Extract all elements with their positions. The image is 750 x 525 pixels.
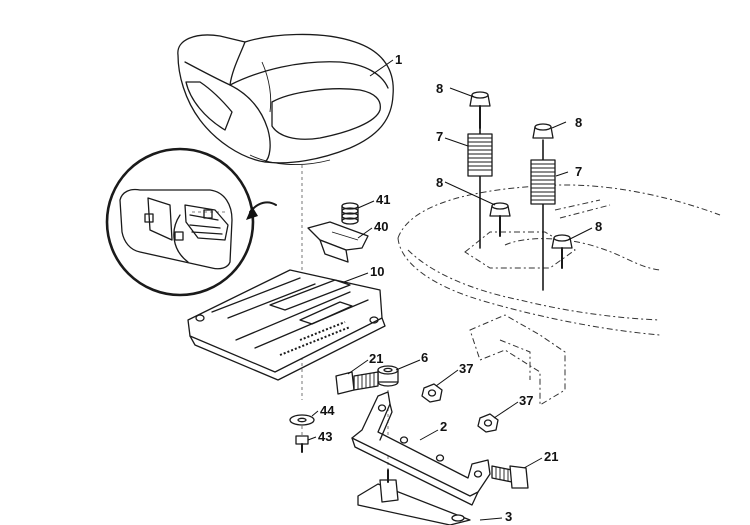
callout-bushing: 6 [421,350,428,365]
bolt-top-left-part [469,91,491,129]
callout-washer: 44 [320,403,335,418]
callout-bolt-mid-right: 8 [595,219,602,234]
nut-left-part [421,383,443,403]
bolt-21-left-part [335,371,379,395]
callout-spring-right: 7 [575,164,582,179]
detail-inset [105,147,277,297]
callout-spring-left: 7 [436,129,443,144]
callout-seat-pan: 10 [370,264,384,279]
washer [289,414,315,426]
callout-small-spring: 41 [376,192,390,207]
screw [295,435,309,453]
bolt-21-right-part [491,465,529,489]
bolt-top-right-part [532,123,554,139]
callout-rod: 3 [505,509,512,524]
leader-lines [307,59,593,521]
callout-bolt-21-right: 21 [544,449,558,464]
callout-nut-left: 37 [459,361,473,376]
bolt-mid-left-part [489,202,511,237]
seat-pan [187,269,386,381]
latch-bracket [307,221,369,263]
rod [357,469,471,525]
callout-bolt-mid-left: 8 [436,175,443,190]
callout-screw: 43 [318,429,332,444]
bushing [377,365,399,387]
seat [177,33,394,166]
fender-outline [397,184,721,406]
callout-bolt-top-left: 8 [436,81,443,96]
callout-bolt-top-right: 8 [575,115,582,130]
callout-bolt-21-left: 21 [369,351,383,366]
callout-labels: 1 8 8 8 8 7 7 41 40 10 21 6 37 37 44 43 … [318,52,602,524]
spring-right-part [530,139,556,291]
bolt-mid-right-part [551,234,573,269]
bracket [351,391,491,506]
callout-latch-bracket: 40 [374,219,388,234]
callout-nut-right: 37 [519,393,533,408]
callout-seat: 1 [395,52,402,67]
spring-left-part [467,117,493,249]
nut-right-part [477,413,499,433]
callout-bracket: 2 [440,419,447,434]
small-spring [341,202,359,225]
